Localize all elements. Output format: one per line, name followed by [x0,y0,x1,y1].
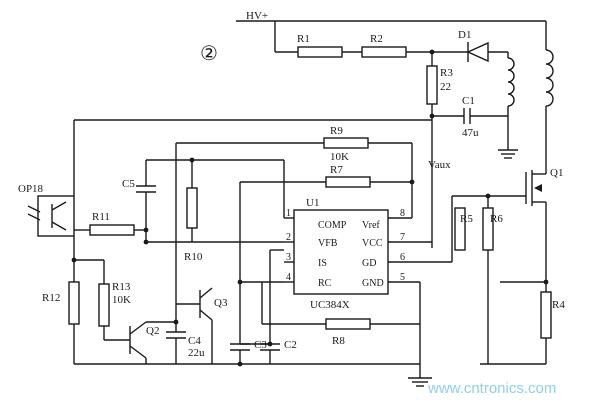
r1-label: R1 [297,33,310,45]
junction-dot [429,113,435,119]
junction-dot [237,361,243,367]
ic-name: U1 [306,197,319,209]
c1-value: 47u [462,127,479,139]
junction-dot [429,49,435,55]
q2-emitter [129,345,147,359]
c1-label: C1 [462,95,475,107]
junction-dot [237,279,243,285]
resistor-r8 [325,318,371,330]
pin-5-label: GND [362,278,384,289]
pin-3-label: IS [318,258,327,269]
c3-label: C3 [254,339,267,351]
pin-5-num: 5 [400,272,405,283]
resistor-r12 [68,281,80,325]
pin-1-label: COMP [318,220,347,231]
r6-label: R6 [490,213,503,225]
pin-6-label: GD [362,258,376,269]
r9-label: R9 [330,125,343,137]
resistor-r5 [454,207,466,251]
resistor-r2 [361,46,407,58]
pin-7-num: 7 [400,232,405,243]
d1-label: D1 [458,29,471,41]
resistor-r1 [297,46,343,58]
r3-label: R3 [440,67,453,79]
junction-dot [143,227,149,233]
opto-emitter [51,221,67,231]
q2-label: Q2 [146,325,159,337]
r3-value: 22 [440,81,451,93]
optocoupler-op18 [37,195,75,237]
ic-part: UC384X [310,299,350,311]
c5-label: C5 [122,178,135,190]
watermark: www.cntronics.com [427,380,556,397]
r5-label: R5 [460,213,473,225]
resistor-r3 [426,65,438,105]
opto-light-arrow-2 [27,213,41,221]
resistor-r7 [325,176,371,188]
junction-dot [143,239,149,245]
opto-light-arrow-1 [27,205,41,213]
opto-label: OP18 [18,183,44,195]
q2-collector [129,321,147,335]
r8-label: R8 [332,335,345,347]
r7-label: R7 [330,164,343,176]
q3-label: Q3 [214,297,228,309]
q3-emitter [199,309,213,321]
r9-value: 10K [330,151,349,163]
resistor-r10 [186,187,198,229]
vaux-label: Vaux [428,159,451,171]
diode-d1 [466,41,489,63]
c4-label: C4 [188,335,201,347]
junction-dot [71,257,77,263]
c2-label: C2 [284,339,297,351]
pin-7-label: VCC [362,238,383,249]
junction-dot [409,179,415,185]
circle-number: ② [200,43,218,65]
resistor-r9 [323,137,369,149]
r4-label: R4 [552,299,565,311]
r13-value: 10K [112,294,131,306]
q1-label: Q1 [550,167,563,179]
r13-label: R13 [112,281,131,293]
resistor-r11 [89,224,135,236]
junction-dot [189,157,195,163]
junction-dot [173,319,179,325]
q1-arrow [534,184,542,192]
pin-1-num: 1 [286,208,291,219]
pin-4-label: RC [318,278,332,289]
pin-2-num: 2 [286,232,291,243]
supply-label: HV+ [246,10,268,22]
c4-value: 22u [188,347,205,359]
aux-winding-coil [507,57,515,107]
resistor-r13 [98,283,110,327]
r10-label: R10 [184,251,203,263]
ic-uc384x [293,209,389,295]
junction-dot [485,193,491,199]
pin-6-num: 6 [400,252,405,263]
r11-label: R11 [92,211,110,223]
r2-label: R2 [370,33,383,45]
r12-label: R12 [42,292,60,304]
pin-3-num: 3 [286,252,291,263]
junction-dot [543,279,549,285]
pin-4-num: 4 [286,272,291,283]
pin-8-label: Vref [362,220,380,231]
opto-collector [51,201,67,211]
resistor-r4 [540,291,552,339]
junction-dot [267,341,273,347]
pin-2-label: VFB [318,238,338,249]
q3-collector [199,287,213,299]
pin-8-num: 8 [400,208,405,219]
primary-winding-coil [545,49,554,107]
